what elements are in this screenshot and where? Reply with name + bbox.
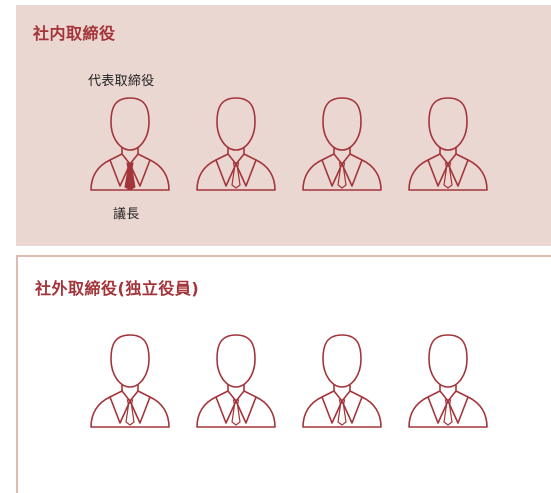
- outside-directors-title: 社外取締役(独立役員): [35, 279, 200, 298]
- person-icon: [186, 329, 286, 439]
- chairman-label: 議長: [113, 207, 140, 222]
- inner-directors-panel: 社内取締役 代表取締役 議長: [16, 5, 551, 246]
- outside-directors-panel: 社外取締役(独立役員): [16, 255, 551, 493]
- person-icon: [186, 92, 286, 202]
- inner-directors-title: 社内取締役: [33, 24, 116, 43]
- person-icon: [398, 329, 498, 439]
- person-icon: [292, 92, 392, 202]
- representative-director-label: 代表取締役: [88, 74, 155, 89]
- person-icon-chair: [80, 92, 180, 202]
- person-icon: [398, 92, 498, 202]
- person-icon: [80, 329, 180, 439]
- person-icon: [292, 329, 392, 439]
